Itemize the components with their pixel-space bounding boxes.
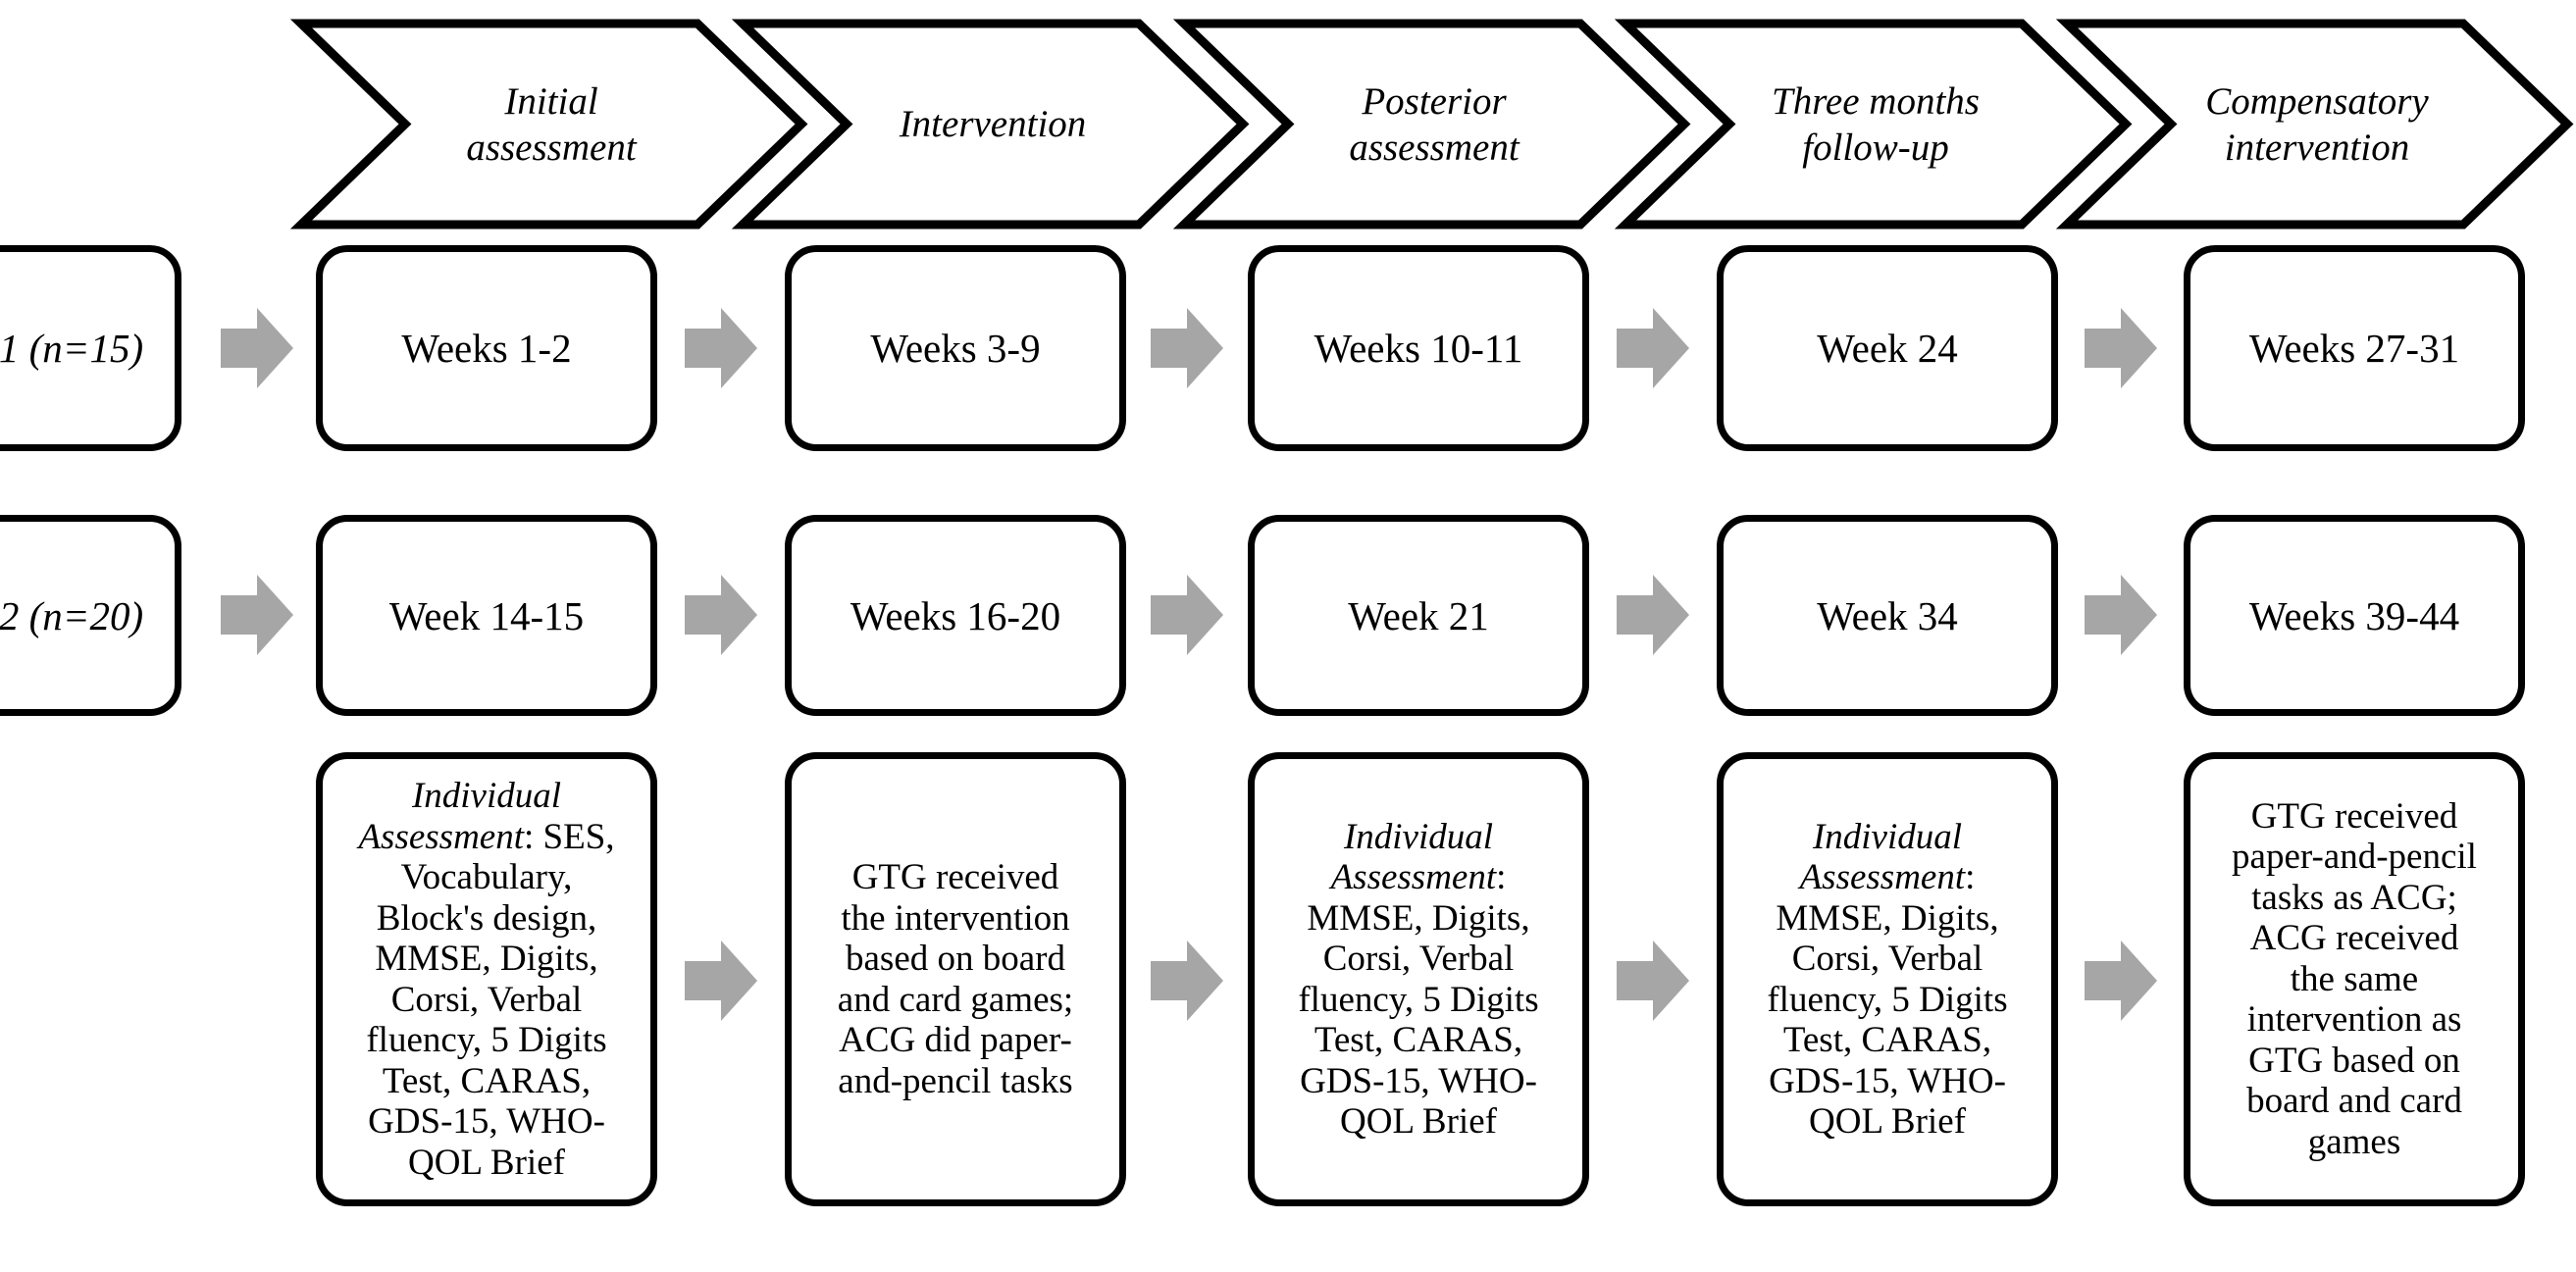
detail-body: : SES, Vocabulary, Block's design, MMSE,… <box>366 816 615 1183</box>
week-box: Week 14-15 <box>316 515 657 716</box>
week-label: Weeks 3-9 <box>870 326 1041 371</box>
detail-body: GTG received paper-and-pencil tasks as A… <box>2232 795 2477 1162</box>
week-box: Weeks 10-11 <box>1248 245 1589 451</box>
flow-arrow-icon <box>221 308 293 388</box>
week-label: Week 14-15 <box>388 592 585 638</box>
week-label: Weeks 1-2 <box>401 326 572 371</box>
detail-lead: Individual Assessment <box>1799 816 1966 898</box>
week-box: Week 24 <box>1717 245 2058 451</box>
detail-body: : MMSE, Digits, Corsi, Verbal fluency, 5… <box>1298 857 1539 1142</box>
phase-chevron-initial-assessment: Initial assessment <box>289 19 808 229</box>
phase-chevron-compensatory-intervention: Compensatory intervention <box>2055 19 2574 229</box>
phase-label: Posterior assessment <box>1349 79 1520 169</box>
flow-arrow-icon <box>1151 575 1223 655</box>
phase-label: Compensatory intervention <box>2205 79 2429 169</box>
group-2-box: 2 (n=20) <box>0 515 181 716</box>
week-box: Weeks 39-44 <box>2184 515 2525 716</box>
detail-box-intervention: GTG received the intervention based on b… <box>785 752 1126 1206</box>
phase-chevron-intervention: Intervention <box>731 19 1250 229</box>
detail-lead: Individual Assessment <box>358 776 562 857</box>
detail-text: Individual Assessment: MMSE, Digits, Cor… <box>1761 817 2013 1143</box>
chevron-arrow-icon <box>731 19 1250 229</box>
detail-box-follow-up: Individual Assessment: MMSE, Digits, Cor… <box>1717 752 2058 1206</box>
week-label: Week 24 <box>1817 326 1958 371</box>
flow-arrow-icon <box>221 575 293 655</box>
flow-arrow-icon <box>2085 575 2157 655</box>
week-box: Weeks 16-20 <box>785 515 1126 716</box>
chevron-arrow-icon <box>289 19 808 229</box>
week-label: Week 21 <box>1348 592 1489 638</box>
detail-text: Individual Assessment: MMSE, Digits, Cor… <box>1292 817 1544 1143</box>
phase-label: Initial assessment <box>466 79 637 169</box>
week-label: Weeks 39-44 <box>2248 592 2460 638</box>
week-box: Weeks 3-9 <box>785 245 1126 451</box>
detail-box-posterior-assessment: Individual Assessment: MMSE, Digits, Cor… <box>1248 752 1589 1206</box>
chevron-arrow-icon <box>1614 19 2133 229</box>
flow-arrow-icon <box>685 308 757 388</box>
week-box: Weeks 1-2 <box>316 245 657 451</box>
flow-arrow-icon <box>685 575 757 655</box>
detail-lead: Individual Assessment <box>1330 816 1497 898</box>
phase-chevron-three-months-follow-up: Three months follow-up <box>1614 19 2133 229</box>
detail-body: : MMSE, Digits, Corsi, Verbal fluency, 5… <box>1767 857 2008 1142</box>
flow-arrow-icon <box>685 941 757 1021</box>
week-label: Weeks 10-11 <box>1314 326 1523 371</box>
detail-text: Individual Assessment: SES, Vocabulary, … <box>352 776 620 1183</box>
flow-arrow-icon <box>1617 941 1689 1021</box>
week-label: Week 34 <box>1817 592 1958 638</box>
phase-label: Intervention <box>899 103 1087 145</box>
phase-chevron-posterior-assessment: Posterior assessment <box>1172 19 1691 229</box>
flow-arrow-icon <box>1151 308 1223 388</box>
chevron-arrow-icon <box>1172 19 1691 229</box>
flow-arrow-icon <box>2085 308 2157 388</box>
flow-arrow-icon <box>1151 941 1223 1021</box>
flow-arrow-icon <box>2085 941 2157 1021</box>
detail-text: GTG received the intervention based on b… <box>832 857 1079 1101</box>
detail-box-initial-assessment: Individual Assessment: SES, Vocabulary, … <box>316 752 657 1206</box>
week-label: Weeks 16-20 <box>850 592 1061 638</box>
detail-box-compensatory-intervention: GTG received paper-and-pencil tasks as A… <box>2184 752 2525 1206</box>
week-box: Week 21 <box>1248 515 1589 716</box>
week-label: Weeks 27-31 <box>2248 326 2460 371</box>
week-box: Week 34 <box>1717 515 2058 716</box>
group-1-label: 1 (n=15) <box>0 326 144 371</box>
flow-arrow-icon <box>1617 308 1689 388</box>
detail-text: GTG received paper-and-pencil tasks as A… <box>2226 796 2483 1163</box>
group-2-label: 2 (n=20) <box>0 592 144 638</box>
flow-arrow-icon <box>1617 575 1689 655</box>
week-box: Weeks 27-31 <box>2184 245 2525 451</box>
detail-body: GTG received the intervention based on b… <box>837 857 1074 1101</box>
phase-label: Three months follow-up <box>1772 79 1980 169</box>
chevron-arrow-icon <box>2055 19 2574 229</box>
group-1-box: 1 (n=15) <box>0 245 181 451</box>
